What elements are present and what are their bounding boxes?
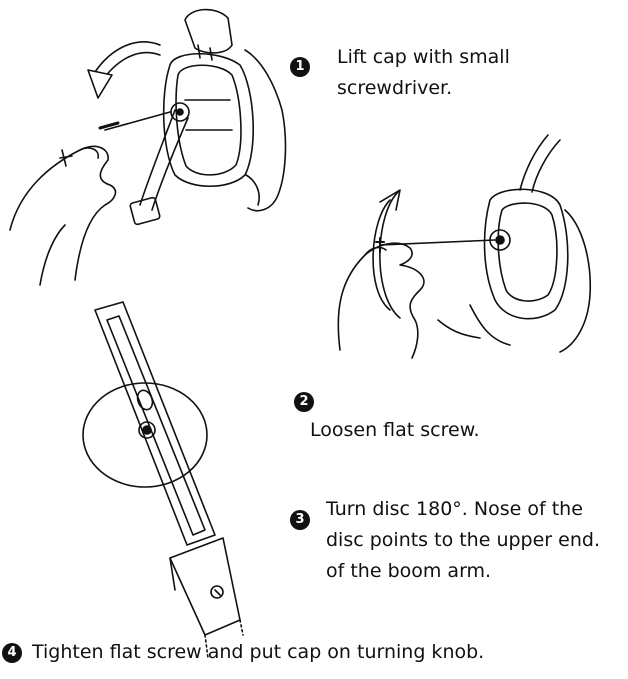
step-3-badge: 3 bbox=[290, 510, 310, 530]
step-3-line-2: disc points to the upper end. bbox=[326, 525, 600, 556]
step-4-badge: 4 bbox=[2, 643, 22, 663]
loosen-screw-illustration bbox=[320, 130, 610, 360]
step-4-text: Tighten flat screw and put cap on turnin… bbox=[32, 637, 484, 668]
lift-cap-illustration bbox=[0, 0, 290, 290]
step-1-line-2: screwdriver. bbox=[337, 73, 510, 104]
step-3-text: Turn disc 180°. Nose of the disc points … bbox=[326, 494, 600, 587]
step-2-line-1: Loosen flat screw. bbox=[310, 415, 480, 446]
boom-disc-illustration bbox=[75, 290, 275, 660]
step-1-badge: 1 bbox=[290, 57, 310, 77]
curved-arrow-icon bbox=[88, 42, 160, 98]
step-2-badge: 2 bbox=[294, 392, 314, 412]
step-2-text: Loosen flat screw. bbox=[310, 415, 480, 446]
step-3-line-3: of the boom arm. bbox=[326, 556, 600, 587]
step-1-line-1: Lift cap with small bbox=[337, 42, 510, 73]
step-4-line-1: Tighten flat screw and put cap on turnin… bbox=[32, 637, 484, 668]
step-3-line-1: Turn disc 180°. Nose of the bbox=[326, 494, 600, 525]
step-1-text: Lift cap with small screwdriver. bbox=[337, 42, 510, 104]
